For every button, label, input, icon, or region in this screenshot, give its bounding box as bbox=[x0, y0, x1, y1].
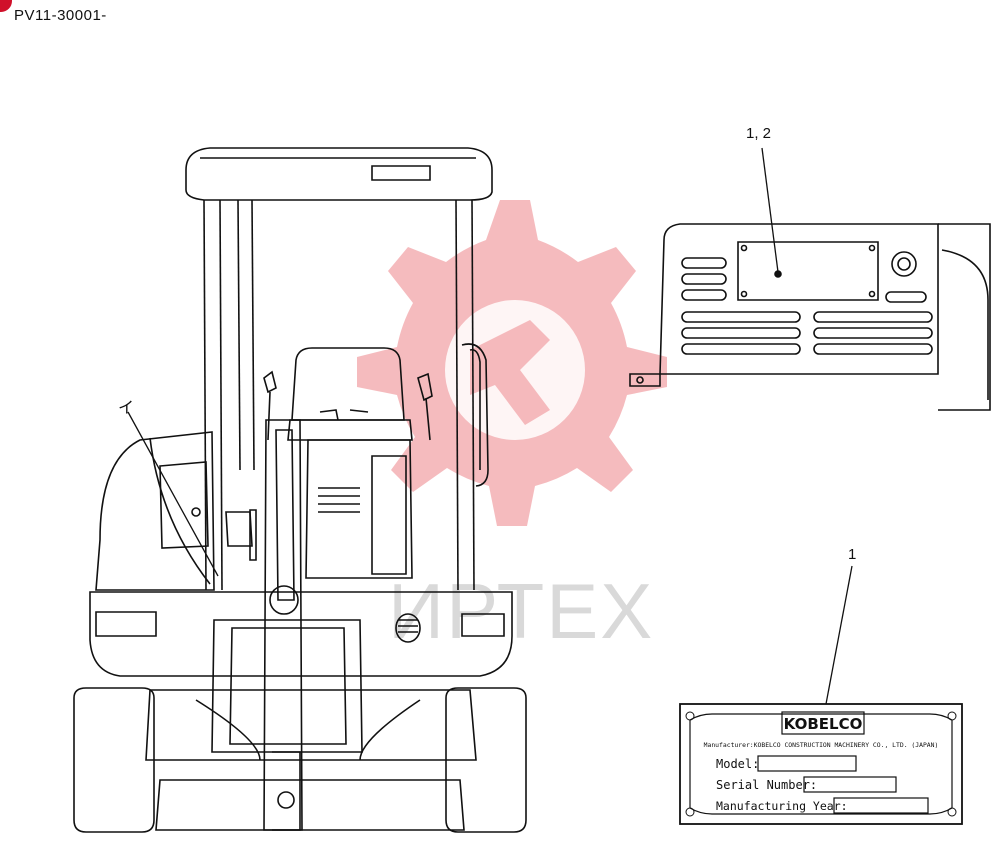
callout-machine: イ bbox=[118, 398, 135, 417]
watermark-text: ИРТЕХ bbox=[388, 567, 655, 655]
nameplate-year-label: Manufacturing Year: bbox=[716, 799, 848, 813]
nameplate-model-label: Model: bbox=[716, 757, 759, 771]
nameplate-serial-label: Serial Number: bbox=[716, 778, 817, 792]
nameplate-brand: KOBELCO bbox=[784, 715, 863, 733]
callout-plate: 1 bbox=[848, 546, 857, 563]
callout-top-detail: 1, 2 bbox=[746, 125, 772, 142]
nameplate-manufacturer: Manufacturer:KOBELCO CONSTRUCTION MACHIN… bbox=[704, 741, 939, 749]
document-code: PV11-30001- bbox=[14, 7, 107, 24]
